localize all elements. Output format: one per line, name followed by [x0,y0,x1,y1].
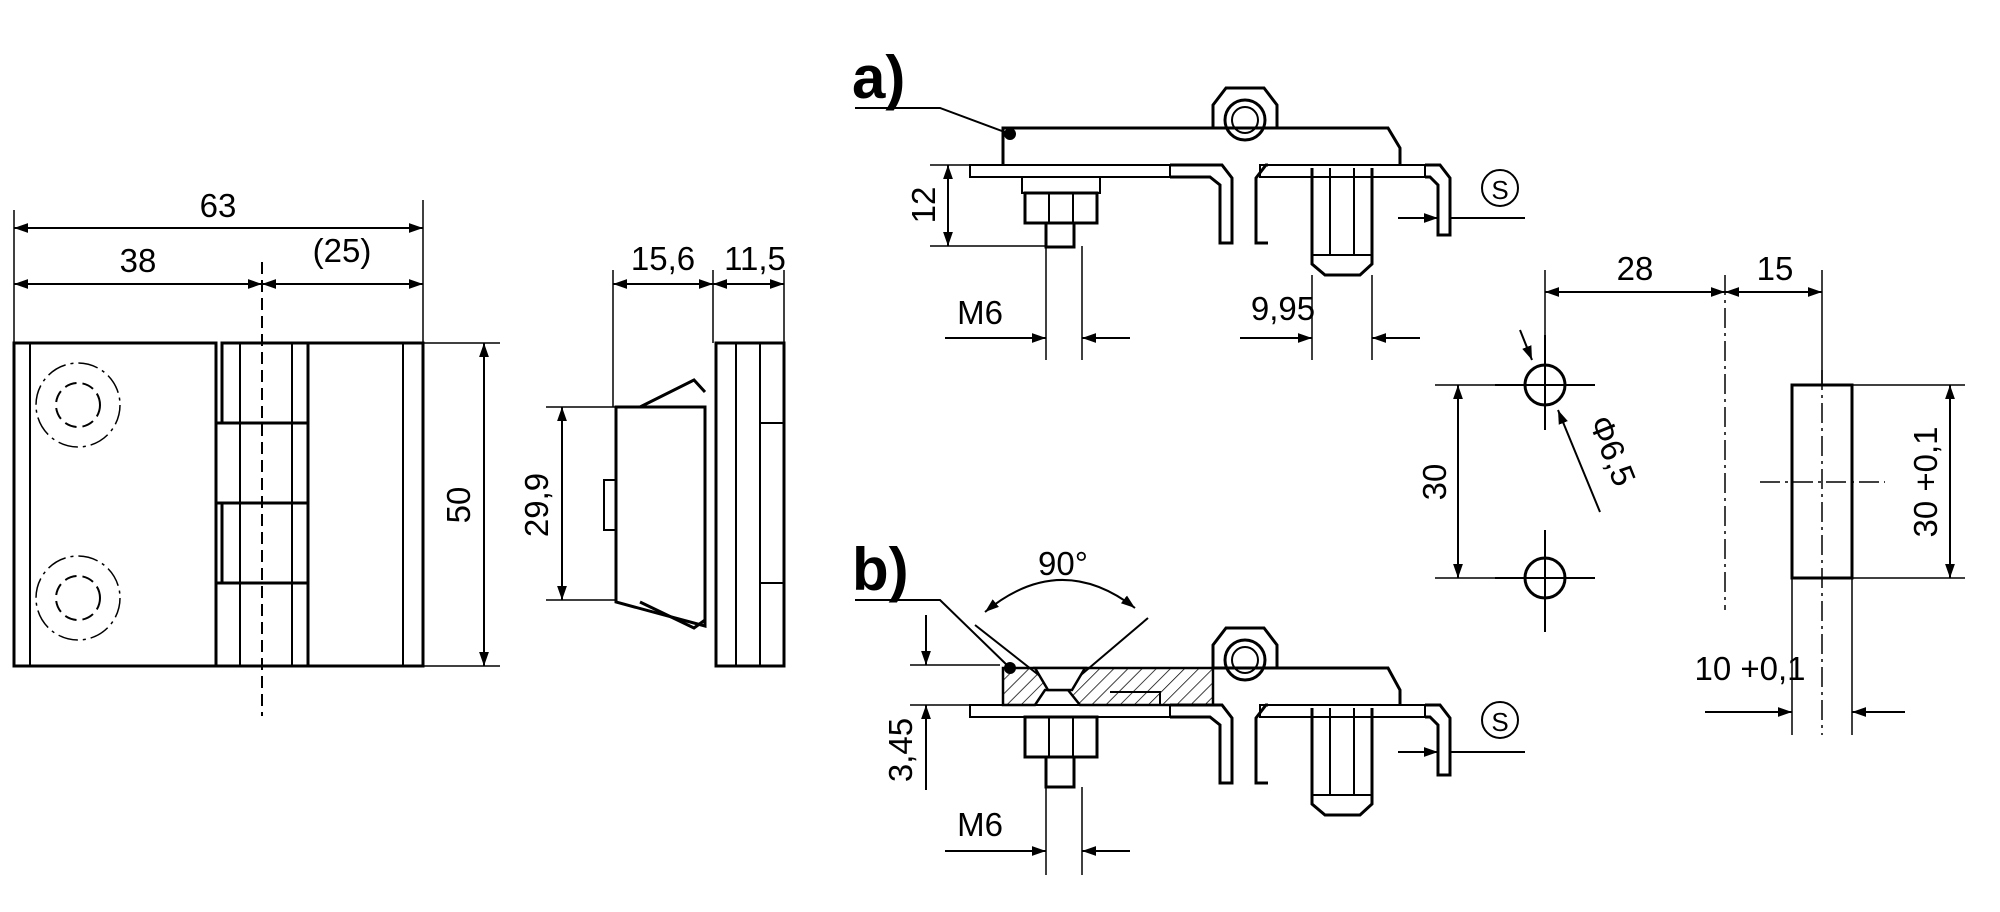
dim-hole-offset-1: 28 [1617,250,1654,287]
right-leaf [306,341,425,668]
dim-depth-2: 11,5 [724,240,786,277]
dim-cutout-width: 10 +0,1 [1694,650,1805,687]
dim-hole-diameter: Φ6,5 [1582,410,1643,491]
section-view-b: b) 90° S [852,536,1525,875]
dim-hole-offset-2: 15 [1757,250,1794,287]
dim-left-leaf-width: 38 [120,242,157,279]
surface-symbol-a-text: S [1491,175,1508,205]
surface-symbol-a [1481,169,1519,207]
dim-b-angle: 90° [1038,545,1088,582]
dim-b-thread: M6 [957,806,1003,843]
dim-a-offset: 9,95 [1251,290,1315,327]
dim-a-thread: M6 [957,294,1003,331]
dim-hole-spacing: 30 [1416,464,1453,501]
front-view: 63 38 (25) 50 [12,187,500,716]
section-view-a: a) S 12 [852,44,1525,360]
label-view-a: a) [852,44,905,111]
surface-symbol-b-text: S [1491,707,1508,737]
dim-height: 50 [440,487,477,524]
dim-overall-width: 63 [200,187,237,224]
knuckle-column [214,262,310,716]
surface-symbol-b [1481,701,1519,739]
mounting-hole-bottom [35,555,121,641]
dim-depth-1: 15,6 [631,240,695,277]
label-view-b: b) [852,536,909,603]
dim-side-height: 29,9 [518,473,555,537]
dim-right-leaf-width: (25) [313,232,372,269]
dim-cutout-height: 30 +0,1 [1907,426,1944,537]
side-view: 15,6 11,5 29,9 [518,240,786,668]
hole-pattern: Φ6,5 30 28 15 30 +0,1 10 +0,1 [1416,250,1965,735]
dim-a-thickness: 12 [905,187,942,224]
left-leaf [12,341,218,668]
mounting-hole-top [35,362,121,448]
dim-b-thickness: 3,45 [882,718,919,782]
